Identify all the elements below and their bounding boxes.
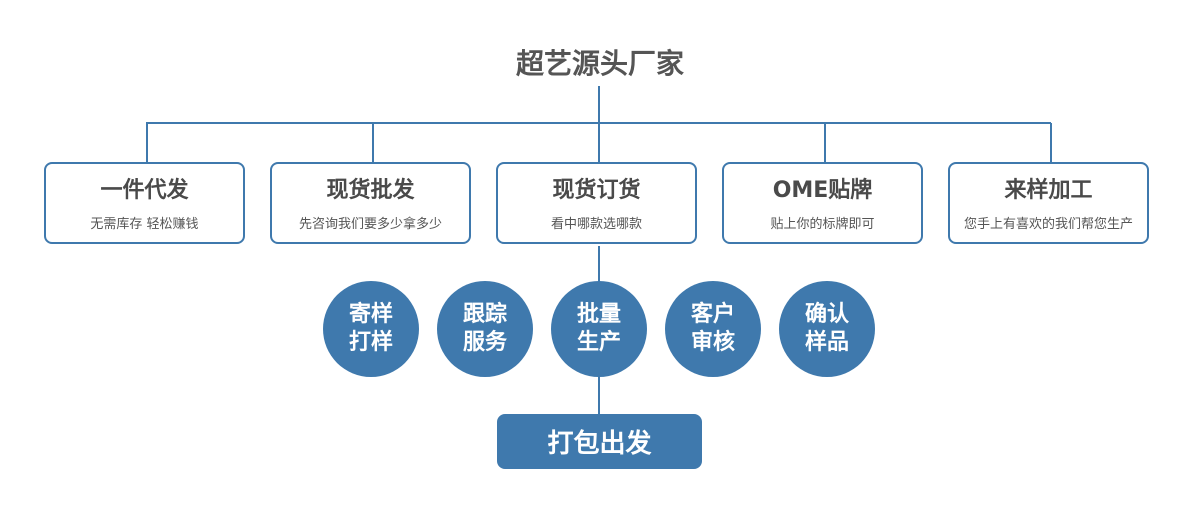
step-send-sample: 寄样打样: [323, 281, 419, 377]
step-label: 批量生产: [576, 302, 621, 355]
card-subtitle: 贴上你的标牌即可: [770, 217, 875, 232]
card-title: OME贴牌: [772, 178, 873, 203]
card-sample-processing: 来样加工 您手上有喜欢的我们帮您生产: [948, 162, 1149, 244]
card-subtitle: 看中哪款选哪款: [550, 217, 642, 232]
step-tracking-service: 跟踪服务: [437, 281, 533, 377]
card-title: 现货订货: [552, 178, 641, 203]
diagram-title: 超艺源头厂家: [515, 47, 684, 80]
step-label: 跟踪服务: [462, 302, 507, 355]
step-mass-production: 批量生产: [551, 281, 647, 377]
card-title: 现货批发: [326, 178, 415, 203]
card-title: 一件代发: [100, 178, 189, 203]
card-subtitle: 先咨询我们要多少拿多少: [298, 217, 442, 232]
step-label: 寄样打样: [348, 302, 393, 355]
card-wholesale: 现货批发 先咨询我们要多少拿多少: [270, 162, 471, 244]
card-stock-order: 现货订货 看中哪款选哪款: [496, 162, 697, 244]
card-dropship: 一件代发 无需库存 轻松赚钱: [44, 162, 245, 244]
step-customer-review: 客户审核: [665, 281, 761, 377]
card-subtitle: 无需库存 轻松赚钱: [90, 217, 199, 232]
final-step-pack-ship: 打包出发: [497, 414, 702, 469]
step-label: 确认样品: [804, 302, 849, 355]
card-oem-label: OME贴牌 贴上你的标牌即可: [722, 162, 923, 244]
step-confirm-sample: 确认样品: [779, 281, 875, 377]
card-title: 来样加工: [1004, 178, 1093, 203]
card-subtitle: 您手上有喜欢的我们帮您生产: [963, 217, 1133, 232]
step-label: 客户审核: [690, 302, 735, 355]
